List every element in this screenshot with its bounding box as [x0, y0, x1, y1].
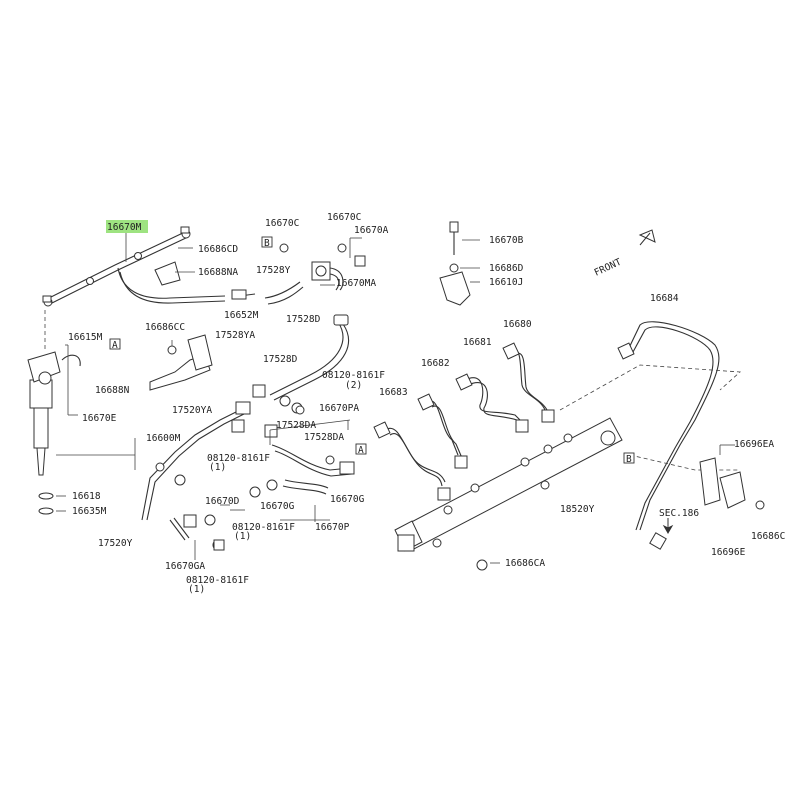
label-16670B: 16670B	[489, 235, 524, 246]
label-16618: 16618	[72, 491, 101, 502]
label-16683: 16683	[379, 387, 408, 398]
label-17528Y: 17528Y	[256, 265, 291, 276]
callout-a-box-2	[355, 443, 367, 455]
label-16682: 16682	[421, 358, 450, 369]
callout-b-box-1	[261, 236, 273, 248]
label-08120-d-qty: (1)	[188, 584, 205, 595]
bolt-assembly	[439, 221, 480, 306]
top-fasteners	[279, 237, 366, 286]
label-16688NA: 16688NA	[198, 267, 238, 278]
label-16600M: 16600M	[146, 433, 181, 444]
label-16670E: 16670E	[82, 413, 117, 424]
label-16684: 16684	[650, 293, 679, 304]
label-18520Y: 18520Y	[560, 504, 595, 515]
highlight-16670M	[106, 220, 148, 233]
leak-off-rail	[42, 226, 226, 307]
bracket-16696E	[699, 444, 765, 510]
label-17520YA: 17520YA	[172, 405, 212, 416]
front-indicator: FRONT	[593, 229, 656, 279]
label-08120-a: 08120-8161F	[322, 370, 385, 381]
callout-a-box-1	[109, 338, 121, 350]
callout-a-1: A	[112, 340, 118, 351]
label-16670C-b: 16670C	[327, 212, 361, 223]
label-sec186: SEC.186	[659, 508, 699, 519]
part-labels: 16670M 16686CD 16688NA 16670C 16670C 166…	[68, 212, 785, 595]
label-16670P: 16670P	[315, 522, 350, 533]
label-16610J: 16610J	[489, 277, 523, 288]
label-17528DA-a: 17528DA	[276, 420, 316, 431]
lower-fasteners	[194, 504, 330, 560]
sec186-arrow	[662, 518, 674, 535]
label-08120-d: 08120-8161F	[186, 575, 249, 586]
label-16635M: 16635M	[72, 506, 107, 517]
callout-a-2: A	[358, 445, 364, 456]
label-16686D: 16686D	[489, 263, 524, 274]
label-16670G-a: 16670G	[260, 501, 295, 512]
common-rail	[394, 417, 623, 571]
label-16686C: 16686C	[751, 531, 785, 542]
injection-tubes	[373, 321, 741, 550]
label-16670A: 16670A	[354, 225, 389, 236]
label-08120-c-qty: (1)	[234, 531, 251, 542]
label-08120-b-qty: (1)	[209, 462, 226, 473]
label-08120-a-qty: (2)	[345, 380, 362, 391]
label-16670C-a: 16670C	[265, 218, 299, 229]
callout-boxes: A B A B	[109, 236, 635, 465]
label-16652M: 16652M	[224, 310, 259, 321]
label-17528D-b: 17528D	[263, 354, 298, 365]
label-16670D: 16670D	[205, 496, 240, 507]
callout-b-box-2	[623, 452, 635, 464]
label-17528YA: 17528YA	[215, 330, 255, 341]
label-16686CA: 16686CA	[505, 558, 545, 569]
label-16696EA: 16696EA	[734, 439, 774, 450]
label-16670M: 16670M	[107, 222, 142, 233]
callout-b-2: B	[626, 454, 632, 465]
fuel-hoses	[141, 261, 355, 551]
label-16686CC: 16686CC	[145, 322, 185, 333]
injector	[27, 310, 136, 515]
label-16670PA: 16670PA	[319, 403, 359, 414]
label-17528DA-b: 17528DA	[304, 432, 344, 443]
label-17520Y: 17520Y	[98, 538, 133, 549]
label-16615M: 16615M	[68, 332, 103, 343]
callout-b-1: B	[264, 238, 270, 249]
label-16670MA: 16670MA	[336, 278, 376, 289]
label-16696E: 16696E	[711, 547, 746, 558]
label-16686CD: 16686CD	[198, 244, 238, 255]
label-16680: 16680	[503, 319, 532, 330]
label-16688N: 16688N	[95, 385, 130, 396]
label-16670GA: 16670GA	[165, 561, 205, 572]
label-16681: 16681	[463, 337, 492, 348]
label-16670G-b: 16670G	[330, 494, 365, 505]
label-17528D-a: 17528D	[286, 314, 321, 325]
label-08120-c: 08120-8161F	[232, 522, 295, 533]
bracket-16688N	[149, 334, 213, 391]
front-label: FRONT	[593, 257, 624, 279]
label-08120-b: 08120-8161F	[207, 453, 270, 464]
